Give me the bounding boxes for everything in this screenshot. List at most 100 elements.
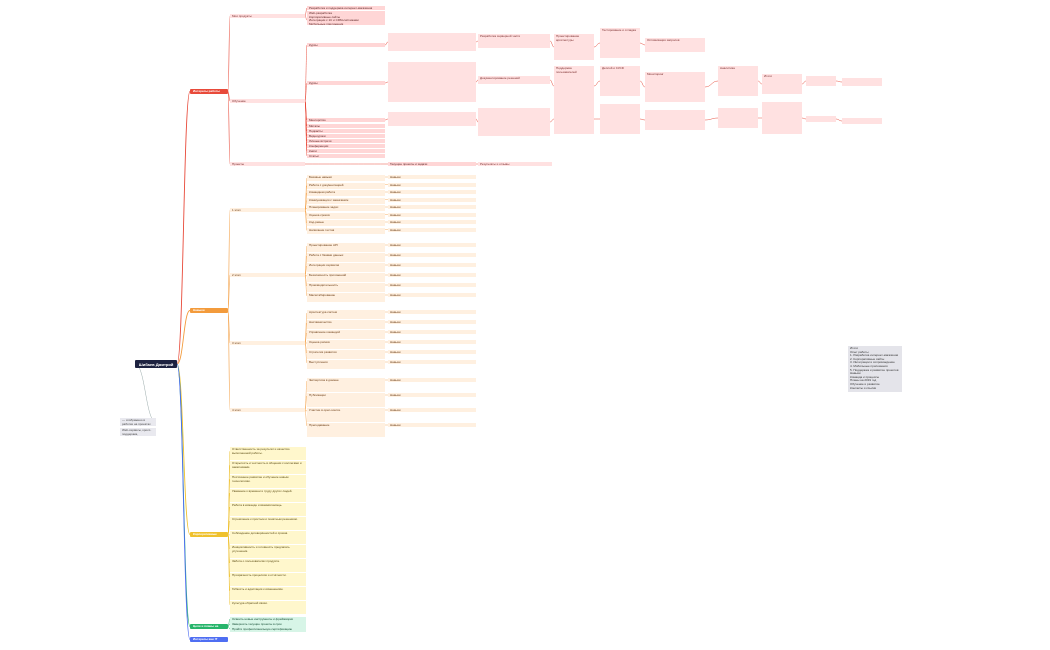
work-learning-item[interactable]: Курсы [307,81,385,85]
skills-item[interactable]: Экспертиза в домене [307,378,385,392]
work-chain-step[interactable]: Разработка серверной части [478,34,550,48]
plan-item[interactable]: Завершить текущие проекты в срок [230,622,306,627]
value-paragraph[interactable]: Забота о пользователях продукта. [230,559,306,572]
skills-item[interactable]: Стратегия развития [307,350,385,359]
work-chain-step[interactable]: Аналитика [718,66,758,96]
work-chain-step[interactable]: Тестирование и отладка [600,28,640,58]
skills-tag[interactable]: Навыки [388,175,476,179]
left-note[interactable]: Web-сервисы, кросс-поддержка, сопровожде… [120,428,156,436]
work-detail-box[interactable] [388,62,476,102]
work-chain-step[interactable]: Оптимизация запросов [645,38,705,52]
work-learning-item[interactable]: Книги [307,149,385,153]
skills-tag[interactable]: Навыки [388,360,476,364]
skills-item[interactable]: Работа с базами данных [307,253,385,262]
skills-tag[interactable]: Навыки [388,220,476,224]
skills-item[interactable]: Участие в open-source [307,408,385,422]
plan-item[interactable]: Пройти профессиональную сертификацию [230,627,306,632]
work-chain-detail[interactable] [600,104,640,134]
skills-tag[interactable]: Навыки [388,378,476,382]
work-detail-box[interactable] [388,112,476,126]
work-chain-step[interactable]: Итоги [762,74,802,94]
skills-tag[interactable]: Навыки [388,393,476,397]
skills-tag[interactable]: Навыки [388,190,476,194]
value-paragraph[interactable]: Уважение к времени и труду других людей. [230,489,306,502]
value-paragraph[interactable]: Стремление к простым и понятным решениям… [230,517,306,530]
skills-item[interactable]: Коммуникация с заказчиком [307,197,385,204]
skills-item[interactable]: Наставничество [307,320,385,329]
skills-item[interactable]: Написание тестов [307,227,385,234]
skills-tag[interactable]: Навыки [388,330,476,334]
skills-item[interactable]: Планирование задач [307,205,385,211]
category-contacts[interactable]: Интересы вне IT [190,637,228,642]
work-chain-detail[interactable] [806,116,836,122]
value-paragraph[interactable]: Прозрачность процессов и отчётности. [230,573,306,586]
skills-tag[interactable]: Навыки [388,197,476,202]
work-learning-item[interactable]: Видеоуроки [307,134,385,138]
value-paragraph[interactable]: Открытость и честность в общении с колле… [230,461,306,474]
skills-item[interactable]: Оценка сроков [307,212,385,219]
skills-item[interactable]: Выступления [307,360,385,369]
category-work[interactable]: Интересы работы [190,89,228,94]
skills-tag[interactable]: Навыки [388,350,476,354]
work-chain-detail[interactable] [762,102,802,134]
skills-tag[interactable]: Навыки [388,227,476,232]
skills-tag[interactable]: Навыки [388,253,476,257]
skills-tag[interactable]: Навыки [388,423,476,427]
skills-tag[interactable]: Навыки [388,340,476,344]
skills-tag[interactable]: Навыки [388,293,476,297]
work-chain-step[interactable]: Документирование решений [478,76,550,84]
skills-tag[interactable]: Навыки [388,205,476,209]
work-group[interactable]: Мои продукты [230,14,305,18]
skills-item[interactable]: Командная работа [307,190,385,196]
skills-tag[interactable]: Навыки [388,263,476,267]
work-detail-box[interactable] [388,33,476,51]
left-note[interactable]: — отображено в работах на проектах [120,418,156,426]
work-learning-item[interactable]: Подкасты [307,129,385,133]
skills-item[interactable]: Проектирование API [307,243,385,252]
work-learning-item[interactable]: Статьи [307,154,385,158]
category-lessons[interactable]: Корпоративные ЦЕННОСТИ [190,532,228,541]
work-learning-item[interactable]: Курсы [307,43,385,47]
work-chain-detail[interactable] [645,110,705,130]
skills-tag[interactable]: Навыки [388,273,476,277]
skills-item[interactable]: Базовые навыки [307,175,385,181]
skills-item[interactable]: Производительность [307,283,385,292]
skills-stage[interactable]: 3 этап [230,341,305,345]
skills-stage[interactable]: 1 этап [230,208,305,212]
skills-tag[interactable]: Навыки [388,182,476,187]
skills-tag[interactable]: Навыки [388,408,476,412]
value-paragraph[interactable]: Работа в команде и взаимопомощь. [230,503,306,516]
work-item[interactable]: Разработка и поддержка интернет-магазино… [307,6,385,10]
work-project-item[interactable]: Текущие проекты и задачи [388,162,476,166]
work-learning-item[interactable]: Менторство [307,118,385,122]
work-chain-step[interactable]: Мониторинг [645,72,705,102]
work-item[interactable]: Web-разработка Корпоративные сайты Интег… [307,11,385,25]
work-chain-detail[interactable] [842,78,882,86]
skills-item[interactable]: Интеграции сервисов [307,263,385,272]
skills-tag[interactable]: Навыки [388,212,476,217]
category-skills[interactable]: Навыки [190,308,228,313]
skills-item[interactable]: Преподавание [307,423,385,437]
work-chain-detail[interactable] [554,104,594,134]
work-chain-step[interactable]: Деплой и CI/CD [600,66,640,96]
skills-tag[interactable]: Навыки [388,283,476,287]
value-paragraph[interactable]: Соблюдение договорённостей и сроков. [230,531,306,544]
plan-item[interactable]: Освоить новые инструменты и фреймворки [230,617,306,622]
skills-item[interactable]: Масштабирование [307,293,385,302]
skills-tag[interactable]: Навыки [388,310,476,314]
skills-item[interactable]: Безопасность приложений [307,273,385,282]
skills-item[interactable]: Публикации [307,393,385,407]
skills-stage[interactable]: 2 этап [230,273,305,277]
value-paragraph[interactable]: Ответственность за результат и качество … [230,447,306,460]
skills-stage[interactable]: 4 этап [230,408,305,412]
work-chain-detail[interactable] [806,76,836,86]
skills-item[interactable]: Управление командой [307,330,385,339]
work-learning-item[interactable]: Митапы [307,124,385,128]
root-node[interactable]: Шибаев Дмитрий [135,360,177,368]
value-paragraph[interactable]: Инициативность и готовность предлагать у… [230,545,306,558]
skills-item[interactable]: Оценка рисков [307,340,385,349]
value-paragraph[interactable]: Постоянное развитие и обучение новым тех… [230,475,306,488]
work-group[interactable]: Обучение [230,99,305,103]
skills-item[interactable]: Код-ревью [307,220,385,226]
category-plans[interactable]: Цели и планы на 2019 [190,624,228,633]
